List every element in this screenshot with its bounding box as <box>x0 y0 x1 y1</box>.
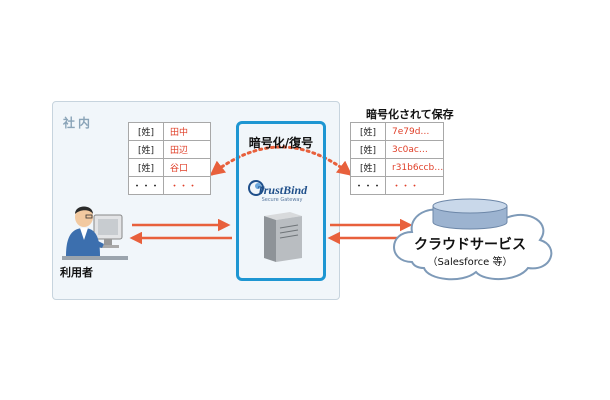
cloud-service-label: クラウドサービス <box>414 237 526 253</box>
brand-name: TrustBind <box>256 183 308 197</box>
table-row: [姓]7e79d… <box>350 122 445 141</box>
table-row: ・・・・・・ <box>350 176 445 195</box>
data-flow-dotted-arrow <box>209 145 353 176</box>
table-value-cell: 田辺 <box>163 140 211 159</box>
table-key-cell: [姓] <box>350 122 386 141</box>
table-key-cell: ・・・ <box>128 176 164 195</box>
table-key-cell: ・・・ <box>350 176 386 195</box>
table-key-cell: [姓] <box>350 140 386 159</box>
table-row: [姓]田辺 <box>128 140 211 159</box>
table-row: [姓]田中 <box>128 122 211 141</box>
encryption-gateway-box <box>236 121 326 281</box>
internal-zone-label: 社内 <box>63 116 94 130</box>
server-icon <box>264 212 302 262</box>
trustbind-brand: TrustBind Secure Gateway <box>244 183 320 203</box>
table-value-cell: 谷口 <box>163 158 211 177</box>
table-key-cell: [姓] <box>350 158 386 177</box>
table-value-cell: r31b6ccb… <box>384 158 445 177</box>
table-key-cell: [姓] <box>128 158 164 177</box>
trustbind-logo-icon <box>248 180 264 196</box>
table-value-cell: 7e79d… <box>384 122 445 141</box>
table-row: [姓]谷口 <box>128 158 211 177</box>
user-gateway-arrows <box>129 218 232 245</box>
encrypted-table: [姓]7e79d… [姓]3c0ac… [姓]r31b6ccb… ・・・・・・ <box>350 122 445 195</box>
table-key-cell: [姓] <box>128 122 164 141</box>
brand-subtitle: Secure Gateway <box>261 197 303 203</box>
table-row: [姓]3c0ac… <box>350 140 445 159</box>
gateway-title: 暗号化/復号 <box>248 136 314 150</box>
table-value-cell: 3c0ac… <box>384 140 445 159</box>
database-icon <box>432 198 508 230</box>
table-value-cell: ・・・ <box>384 176 445 195</box>
cloud-service-example: （Salesforce 等） <box>427 257 513 268</box>
plaintext-table: [姓]田中 [姓]田辺 [姓]谷口 ・・・・・・ <box>128 122 211 195</box>
table-key-cell: [姓] <box>128 140 164 159</box>
user-at-computer-icon <box>62 206 128 260</box>
table-value-cell: 田中 <box>163 122 211 141</box>
table-row: ・・・・・・ <box>128 176 211 195</box>
table-row: [姓]r31b6ccb… <box>350 158 445 177</box>
user-label: 利用者 <box>60 266 93 279</box>
table-value-cell: ・・・ <box>163 176 211 195</box>
encrypted-storage-label: 暗号化されて保存 <box>366 108 454 121</box>
